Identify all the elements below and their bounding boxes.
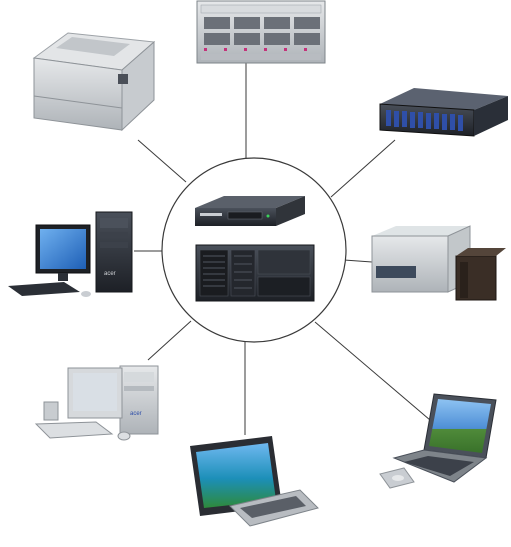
link-desktop-crt [147,320,192,361]
laser-printer [32,32,156,132]
tablet-laptop [190,436,319,527]
link-laptop [314,321,431,421]
desktop-crt-brand: acer [130,411,142,417]
notebook-laptop [379,393,497,489]
desktop-lcd-brand: acer [104,271,116,277]
desktop-pc-crt: acer [34,365,159,441]
storage-array [379,88,508,137]
link-storage [330,139,396,198]
connection-lines [134,62,431,435]
desktop-pc-lcd: acer [8,211,133,297]
link-printer [137,139,187,183]
central-server-hub [161,157,347,343]
scanner-workstation [371,225,506,301]
link-scanner [343,259,373,263]
rack-server [195,196,305,226]
tower-server [195,244,315,302]
network-switch [196,0,326,64]
